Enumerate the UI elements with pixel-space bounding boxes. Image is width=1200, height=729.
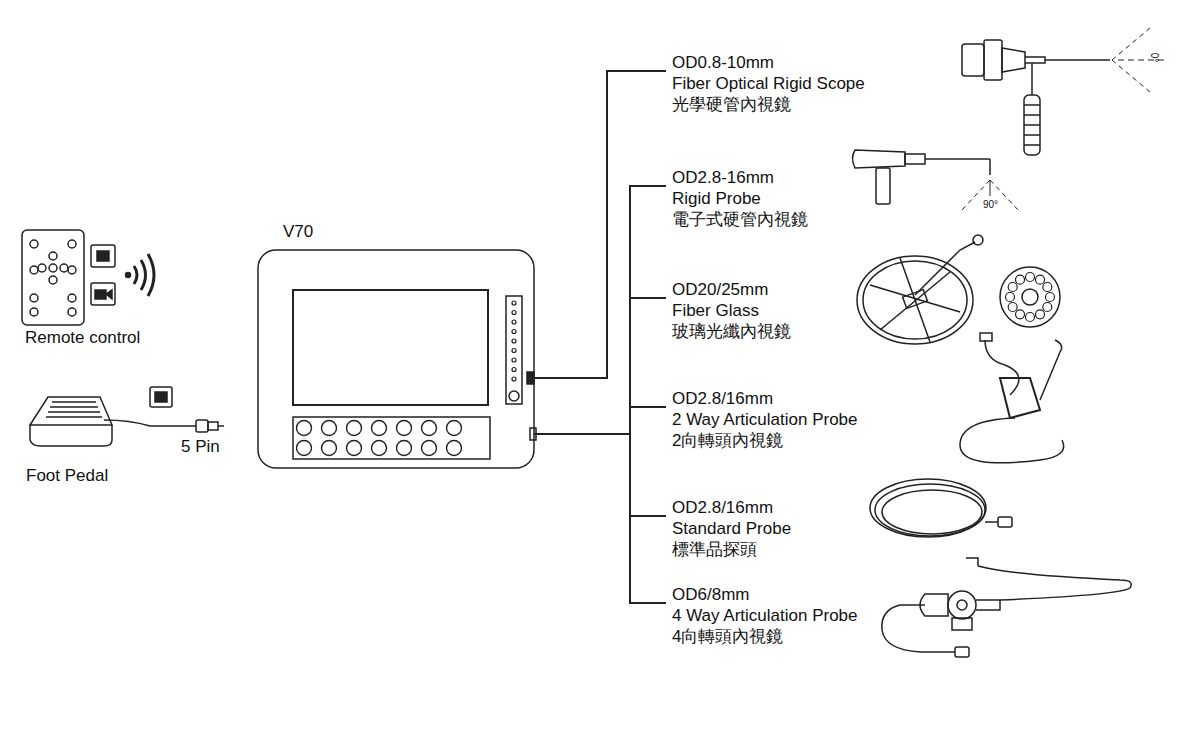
angle-label: 0° [1149, 53, 1160, 63]
probe-entry: OD6/8mm4 Way Articulation Probe4向轉頭內視鏡 [666, 584, 862, 647]
rigid-probe-drawing [853, 150, 1021, 212]
two-way-probe-drawing [960, 333, 1064, 463]
cable-connector [534, 71, 666, 378]
cable-connector [534, 186, 666, 434]
diameter-text: OD0.8-10mm [672, 52, 865, 73]
probe-name-zh: 玻璃光纖內視鏡 [672, 321, 791, 342]
diameter-text: OD20/25mm [672, 279, 791, 300]
probe-entry: OD2.8/16mm2 Way Articulation Probe2向轉頭內視… [666, 388, 862, 451]
probe-name-zh: 標準品探頭 [672, 539, 791, 560]
cable-connector [534, 434, 666, 516]
fiber-ring [1006, 273, 1055, 322]
remote-control-drawing [22, 230, 84, 325]
fiber-glass-drawing [857, 235, 1060, 344]
device-label: Foot Pedal [26, 466, 108, 486]
camera-icons [91, 245, 154, 305]
node-title: Foot Pedal [26, 466, 108, 486]
probe-entry: OD2.8-16mmRigid Probe電子式硬管內視鏡 [666, 167, 812, 230]
probe-name: Rigid Probe [672, 188, 808, 209]
rigid-scope-drawing [962, 28, 1165, 155]
probe-name: Fiber Optical Rigid Scope [672, 73, 865, 94]
four-way-probe-drawing [882, 558, 1131, 657]
diameter-text: OD2.8/16mm [672, 388, 858, 409]
device-box: V70 [258, 250, 534, 468]
led-column [512, 301, 516, 381]
cable-connector [534, 298, 666, 434]
cable-connector [534, 434, 666, 603]
node-title: V70 [283, 222, 313, 242]
probe-entry: OD2.8/16mmStandard Probe標準品探頭 [666, 497, 795, 560]
probe-name-zh: 光學硬管內視鏡 [672, 94, 865, 115]
probe-entry: OD20/25mmFiber Glass玻璃光纖內視鏡 [666, 279, 795, 342]
node-title: Remote control [25, 328, 140, 348]
v70-device [258, 250, 536, 468]
standard-probe-drawing [870, 479, 1012, 537]
probe-name: Standard Probe [672, 518, 791, 539]
probe-name: Fiber Glass [672, 300, 791, 321]
probe-name-zh: 2向轉頭內視鏡 [672, 430, 858, 451]
button-rows [297, 421, 462, 456]
angle-label: 90° [983, 199, 998, 210]
diameter-text: OD6/8mm [672, 584, 858, 605]
pin-label: 5 Pin [181, 437, 220, 457]
probe-name-zh: 4向轉頭內視鏡 [672, 626, 858, 647]
probe-entry: OD0.8-10mmFiber Optical Rigid Scope光學硬管內… [666, 52, 869, 115]
diameter-text: OD2.8-16mm [672, 167, 808, 188]
cable-connector [534, 407, 666, 434]
device-label: Remote control [25, 328, 140, 348]
probe-name: 2 Way Articulation Probe [672, 409, 858, 430]
probe-name: 4 Way Articulation Probe [672, 605, 858, 626]
probe-name-zh: 電子式硬管內視鏡 [672, 209, 808, 230]
diameter-text: OD2.8/16mm [672, 497, 791, 518]
